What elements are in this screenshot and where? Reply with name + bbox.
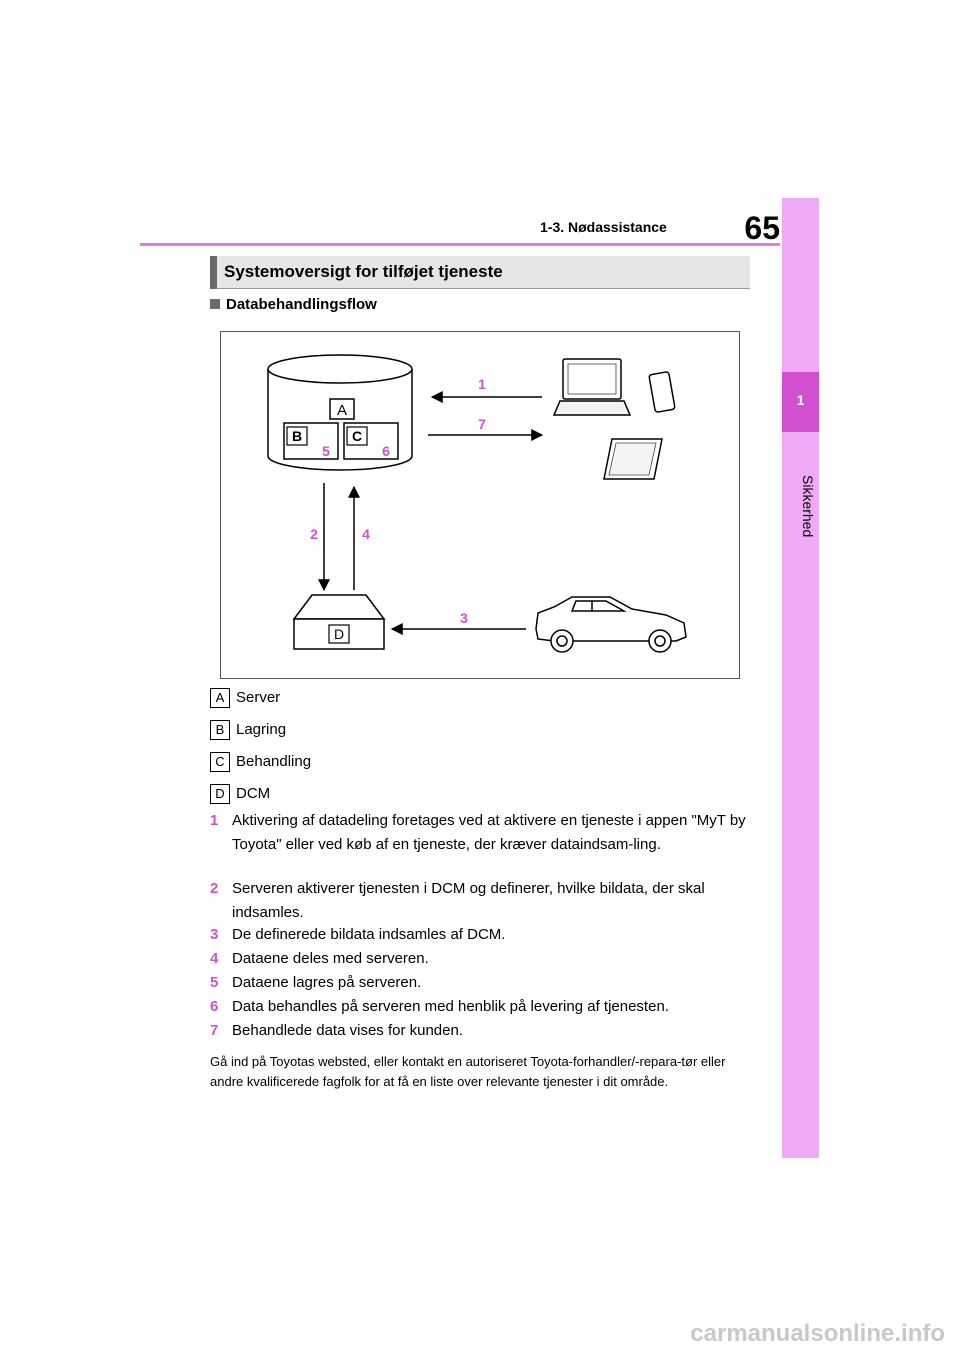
step-number: 6 xyxy=(210,998,219,1015)
legend-value: Behandling xyxy=(236,753,312,770)
car-icon xyxy=(535,596,687,653)
box-c-frame xyxy=(346,426,368,446)
step-text: Serveren aktiverer tjenesten i DCM og de… xyxy=(232,880,705,921)
chapter-label: Sikkerhed xyxy=(800,475,816,538)
section-title: 1-3. Nødassistance xyxy=(540,219,667,235)
data-flow-diagram: A B C 5 6 1 7 2 4 D 3 xyxy=(220,331,740,679)
chapter-side-tab xyxy=(782,198,819,1158)
step-item: 7 Behandlede data vises for kunden. xyxy=(210,1019,750,1043)
step-text: Dataene lagres på serveren. xyxy=(232,974,422,991)
legend-item: B Lagring xyxy=(210,720,286,740)
legend-key: B xyxy=(210,720,230,740)
legend-item: D DCM xyxy=(210,784,270,804)
chapter-tab-active xyxy=(782,372,819,432)
square-bullet-icon xyxy=(210,299,220,309)
step-text: Data behandles på serveren med henblik p… xyxy=(232,998,669,1015)
section-heading: Systemoversigt for tilføjet tjeneste xyxy=(224,262,503,281)
step-2-marker: 2 xyxy=(310,526,318,542)
step-5-marker: 5 xyxy=(322,443,330,459)
legend-item: C Behandling xyxy=(210,752,311,772)
subheading: Databehandlingsflow xyxy=(210,296,377,313)
site-watermark[interactable]: carmanualsonline.info xyxy=(690,1320,945,1347)
box-c-label: C xyxy=(352,428,362,444)
step-number: 1 xyxy=(210,812,219,829)
step-number: 7 xyxy=(210,1022,219,1039)
box-a-frame xyxy=(329,398,355,420)
legend-value: DCM xyxy=(236,785,271,802)
tablet-icon xyxy=(603,438,663,480)
step-text: Behandlede data vises for kunden. xyxy=(232,1022,463,1039)
smartphone-icon xyxy=(648,371,676,413)
legend-key: C xyxy=(210,752,230,772)
step-number: 2 xyxy=(210,880,219,897)
heading-box xyxy=(210,256,750,289)
step-item: 2 Serveren aktiverer tjenesten i DCM og d… xyxy=(210,877,750,925)
box-b-label: B xyxy=(292,428,302,444)
page-number: 65 xyxy=(744,210,780,246)
chapter-number: 1 xyxy=(796,392,805,408)
legend-key: A xyxy=(210,688,230,708)
step-text: Dataene deles med serveren. xyxy=(232,950,429,967)
laptop-icon xyxy=(552,358,632,416)
step-7-marker: 7 xyxy=(478,416,486,432)
header-rule xyxy=(140,243,780,246)
subheading-text: Databehandlingsflow xyxy=(226,296,377,313)
legend-value: Server xyxy=(236,689,281,706)
heading-bar xyxy=(210,256,217,289)
step-4-marker: 4 xyxy=(362,526,370,542)
legend-value: Lagring xyxy=(236,721,287,738)
step-number: 4 xyxy=(210,950,219,967)
legend-item: A Server xyxy=(210,688,280,708)
box-b-frame xyxy=(286,426,308,446)
dcm-unit-icon xyxy=(292,594,386,650)
step-item: 5 Dataene lagres på serveren. xyxy=(210,971,750,995)
step-item: 6 Data behandles på serveren med henblik … xyxy=(210,995,750,1019)
box-a-label: A xyxy=(337,402,347,419)
step-item: 3 De definerede bildata indsamles af DCM. xyxy=(210,923,750,947)
step-item: 1 Aktivering af datadeling foretages ved … xyxy=(210,809,750,857)
step-text: Aktivering af datadeling foretages ved a… xyxy=(232,812,746,853)
step-text: De definerede bildata indsamles af DCM. xyxy=(232,926,506,943)
box-d-frame xyxy=(328,624,350,644)
step-number: 3 xyxy=(210,926,219,943)
step-number: 5 xyxy=(210,974,219,991)
legend-key: D xyxy=(210,784,230,804)
box-d-label: D xyxy=(334,626,344,642)
step-6-marker: 6 xyxy=(382,443,390,459)
step-1-marker: 1 xyxy=(478,376,486,392)
footnote: Gå ind på Toyotas websted, eller kontakt… xyxy=(210,1054,726,1089)
step-item: 4 Dataene deles med serveren. xyxy=(210,947,750,971)
step-3-marker: 3 xyxy=(460,610,468,626)
